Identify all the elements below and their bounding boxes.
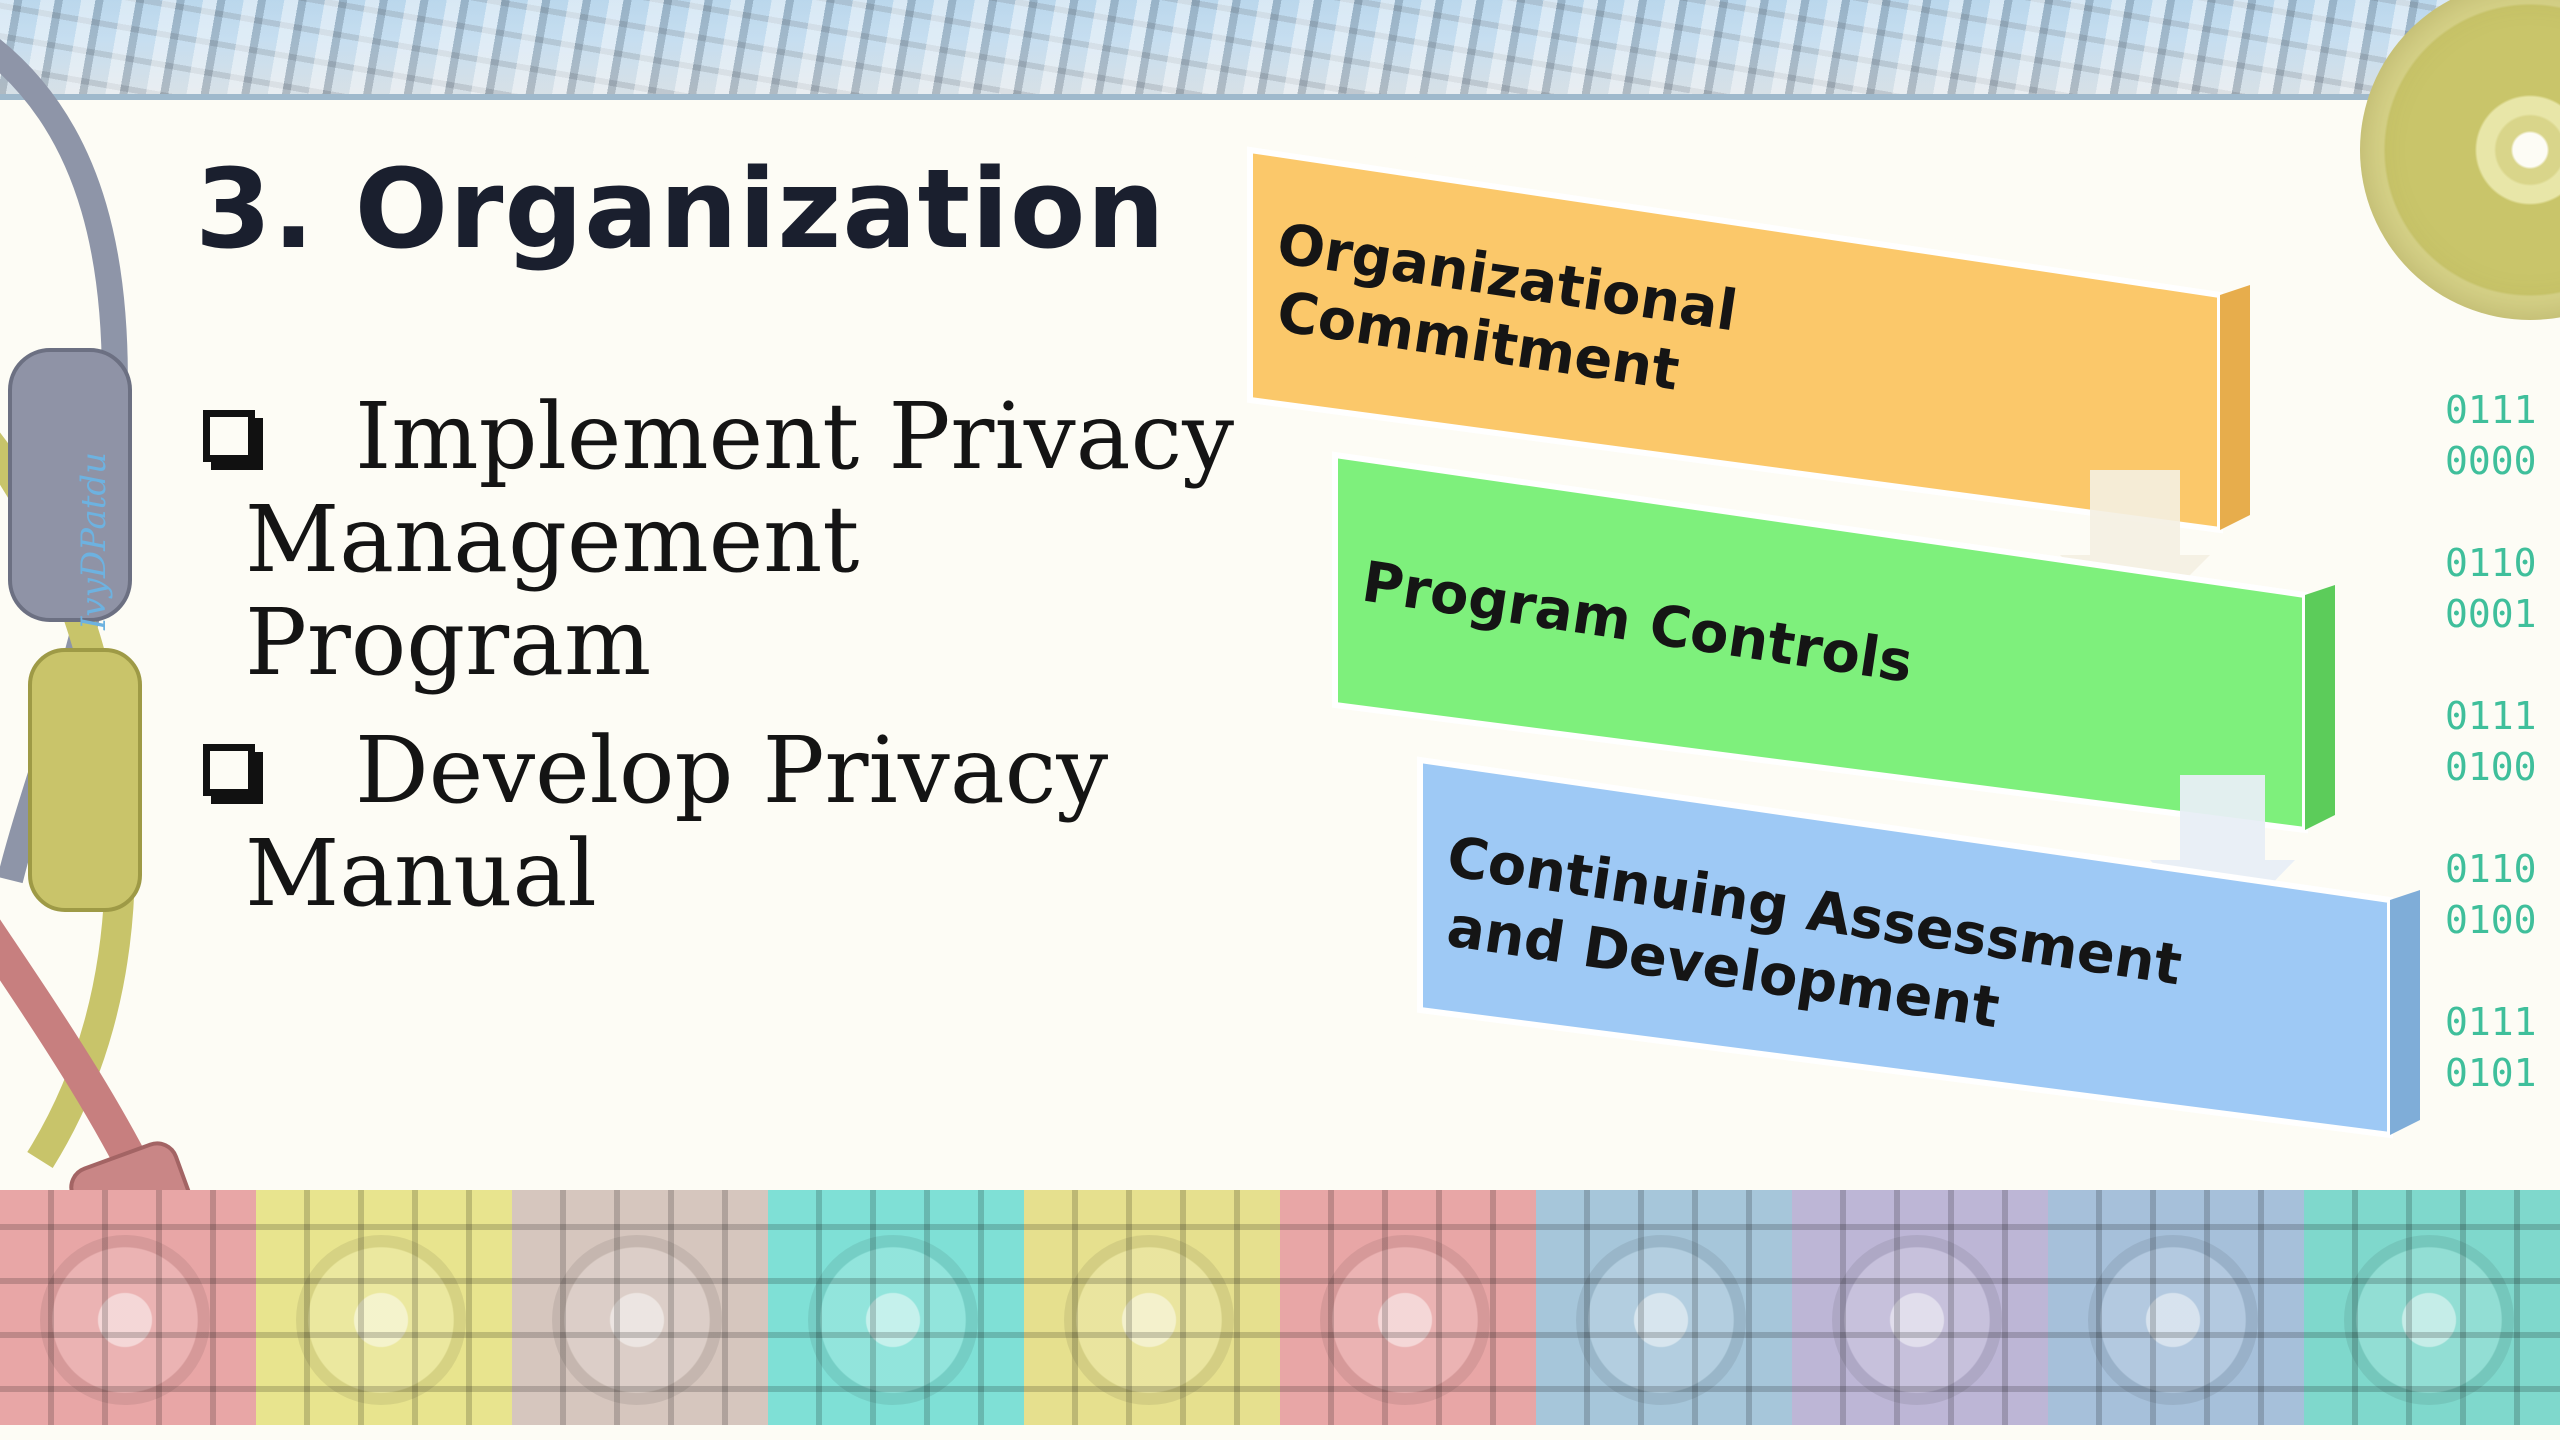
- binary-value: 0100: [2445, 745, 2537, 789]
- decorative-tile: [1536, 1190, 1792, 1440]
- stage-continuing-assessment: Continuing Assessment and Development: [1417, 756, 2420, 1139]
- binary-value: 0111: [2445, 388, 2537, 432]
- binary-pair: 0110 0100: [2445, 844, 2537, 946]
- decorative-tile: [256, 1190, 512, 1440]
- binary-pair: 0111 0100: [2445, 691, 2537, 793]
- binary-value: 0101: [2445, 1051, 2537, 1095]
- binary-code-column: 0111 0000 0110 0001 0111 0100 0110 0100 0111 0101: [2445, 385, 2537, 1150]
- top-banner: [0, 0, 2560, 100]
- bullet-item: Develop Privacy Manual: [195, 719, 1245, 925]
- bullet-list: Implement Privacy Management Program Dev…: [195, 385, 1245, 950]
- checkbox-bullet-icon: [203, 744, 255, 796]
- binary-pair: 0111 0000: [2445, 385, 2537, 487]
- bullet-line-2: Management Program: [245, 486, 860, 696]
- binary-value: 0111: [2445, 694, 2537, 738]
- svg-text:IvyDPatdu: IvyDPatdu: [74, 452, 114, 631]
- slide-title: 3. Organization: [195, 145, 1166, 273]
- decorative-tile: [512, 1190, 768, 1440]
- binary-value: 0100: [2445, 898, 2537, 942]
- checkbox-bullet-icon: [203, 410, 255, 462]
- bullet-line-1: Implement Privacy: [355, 383, 1235, 490]
- binary-pair: 0110 0001: [2445, 538, 2537, 640]
- binary-value: 0111: [2445, 1000, 2537, 1044]
- bullet-line-2: Manual: [245, 820, 597, 927]
- decorative-tile: [768, 1190, 1024, 1440]
- decorative-tile: [1280, 1190, 1536, 1440]
- watermark-text: IvyDPatdu: [74, 452, 114, 631]
- decorative-tile: [2304, 1190, 2560, 1440]
- stage-program-controls: Program Controls: [1332, 451, 2335, 834]
- binary-value: 0110: [2445, 847, 2537, 891]
- binary-pair: 0111 0101: [2445, 997, 2537, 1099]
- binary-value: 0110: [2445, 541, 2537, 585]
- bullet-item: Implement Privacy Management Program: [195, 385, 1245, 694]
- binary-value: 0001: [2445, 592, 2537, 636]
- decorative-tile: [1792, 1190, 2048, 1440]
- bullet-line-1: Develop Privacy: [355, 717, 1109, 824]
- decorative-tile: [1024, 1190, 1280, 1440]
- bottom-tile-strip: [0, 1190, 2560, 1440]
- stage-organizational-commitment: Organizational Commitment: [1247, 135, 2255, 534]
- decorative-tile: [2048, 1190, 2304, 1440]
- decorative-tile: [0, 1190, 256, 1440]
- bottom-border: [0, 1425, 2560, 1440]
- binary-value: 0000: [2445, 439, 2537, 483]
